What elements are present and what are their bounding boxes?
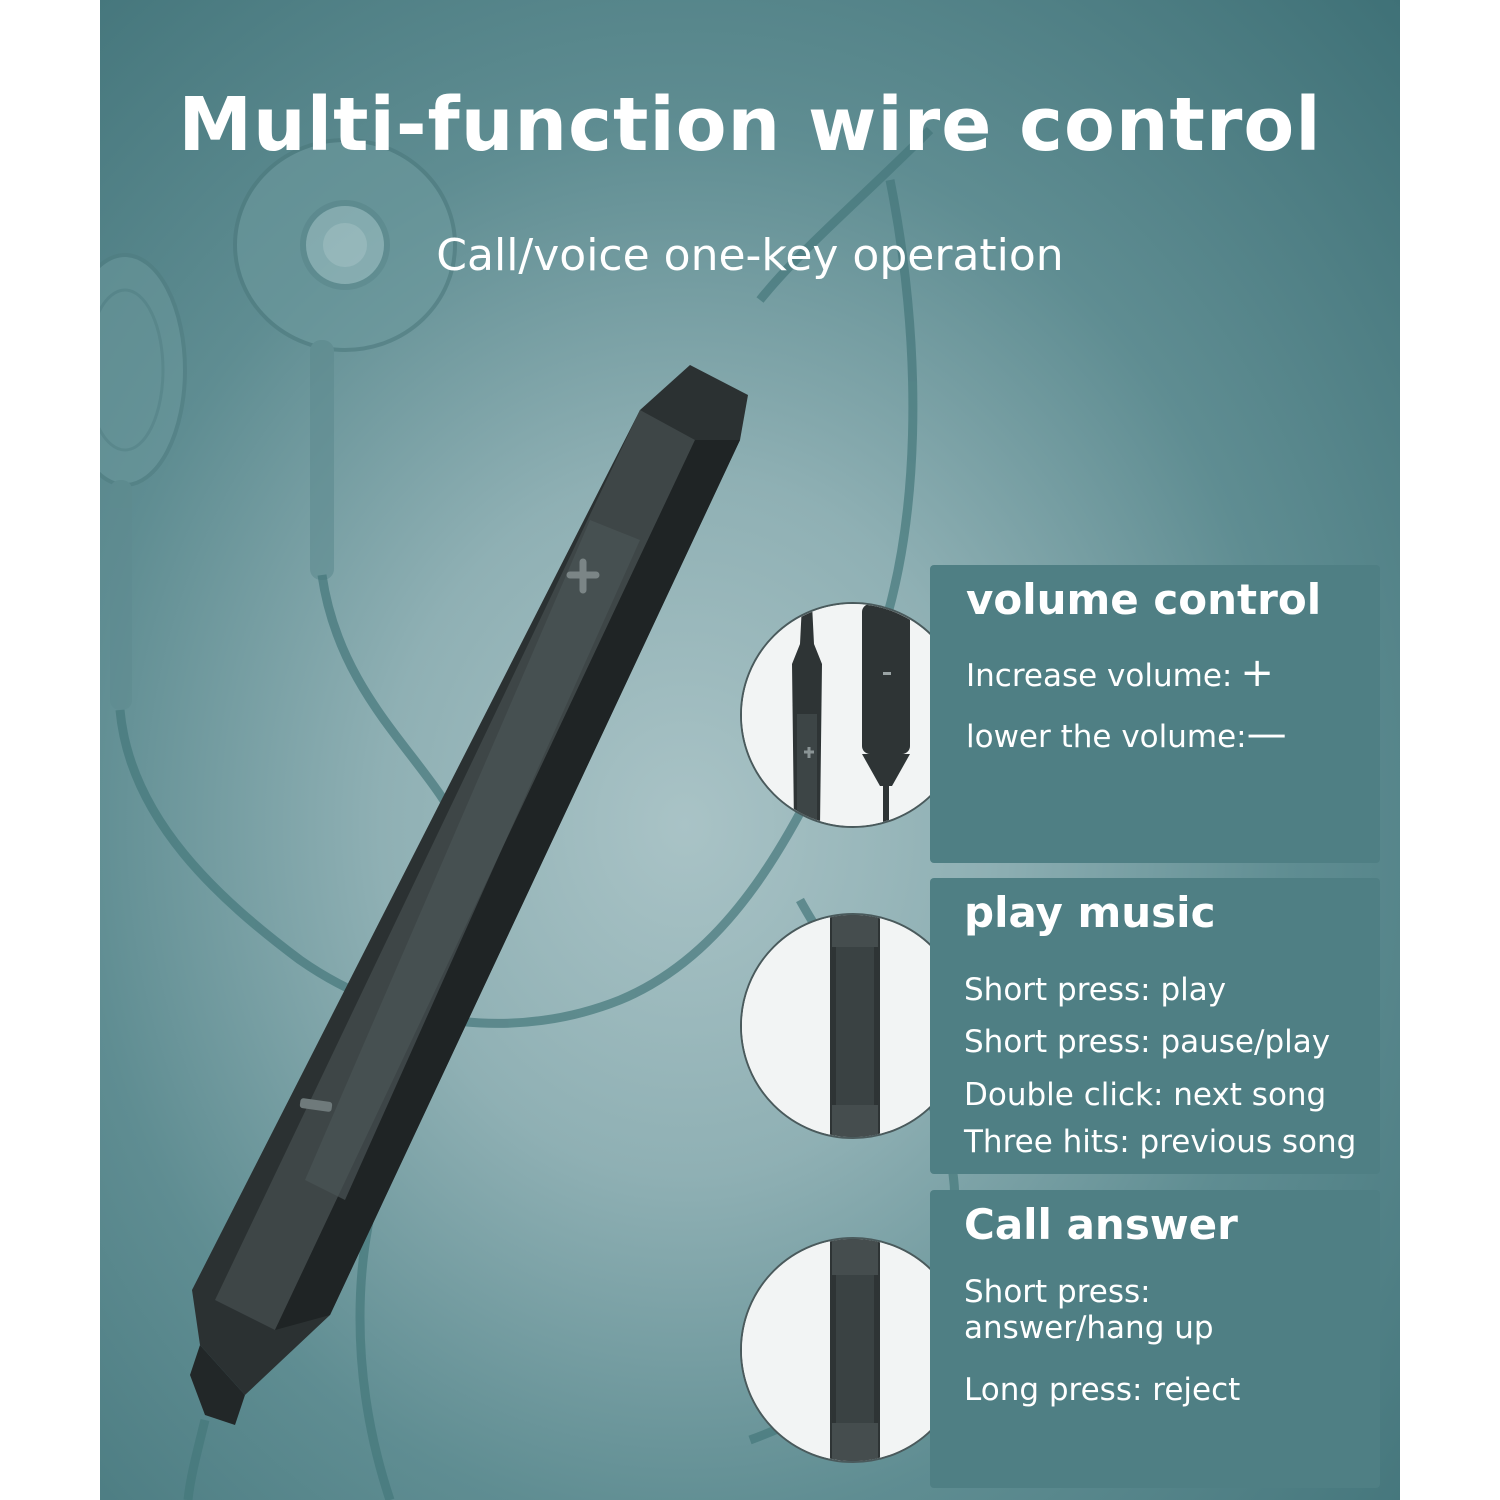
- increase-volume-line: Increase volume:+: [966, 650, 1274, 696]
- play-music-panel: play music Short press: play Short press…: [930, 878, 1380, 1174]
- plus-icon: [566, 558, 600, 594]
- play-line-3: Double click: next song: [964, 1077, 1327, 1113]
- earbud-left-icon: [100, 253, 187, 710]
- call-answer-heading: Call answer: [964, 1200, 1238, 1249]
- call-line-2: answer/hang up: [964, 1310, 1214, 1346]
- play-line-2: Short press: pause/play: [964, 1024, 1331, 1060]
- volume-remote-closeup-icon: [740, 602, 966, 828]
- product-banner: Multi-function wire control Call/voice o…: [100, 0, 1400, 1500]
- call-line-3: Long press: reject: [964, 1372, 1241, 1408]
- minus-icon: [299, 1098, 333, 1112]
- call-button-closeup-icon: [740, 1237, 966, 1463]
- play-music-heading: play music: [964, 888, 1216, 937]
- volume-control-panel: volume control Increase volume:+ lower t…: [930, 565, 1380, 863]
- page-subtitle: Call/voice one-key operation: [436, 230, 1064, 281]
- page-title: Multi-function wire control: [178, 82, 1322, 168]
- earbud-right-icon: [233, 138, 457, 580]
- plus-symbol-icon: +: [1240, 650, 1274, 696]
- volume-control-heading: volume control: [966, 575, 1322, 624]
- play-line-4: Three hits: previous song: [964, 1124, 1357, 1160]
- earphone-cables-illustration: [100, 126, 960, 1500]
- increase-volume-text: Increase volume:: [966, 658, 1233, 694]
- lower-volume-line: lower the volume:—: [966, 711, 1287, 757]
- call-answer-panel: Call answer Short press: answer/hang up …: [930, 1190, 1380, 1488]
- minus-symbol-icon: —: [1246, 711, 1287, 757]
- play-line-1: Short press: play: [964, 972, 1227, 1008]
- inline-remote: [190, 365, 748, 1425]
- lower-volume-text: lower the volume:: [966, 719, 1247, 755]
- play-button-closeup-icon: [740, 913, 966, 1139]
- call-line-1: Short press:: [964, 1274, 1151, 1310]
